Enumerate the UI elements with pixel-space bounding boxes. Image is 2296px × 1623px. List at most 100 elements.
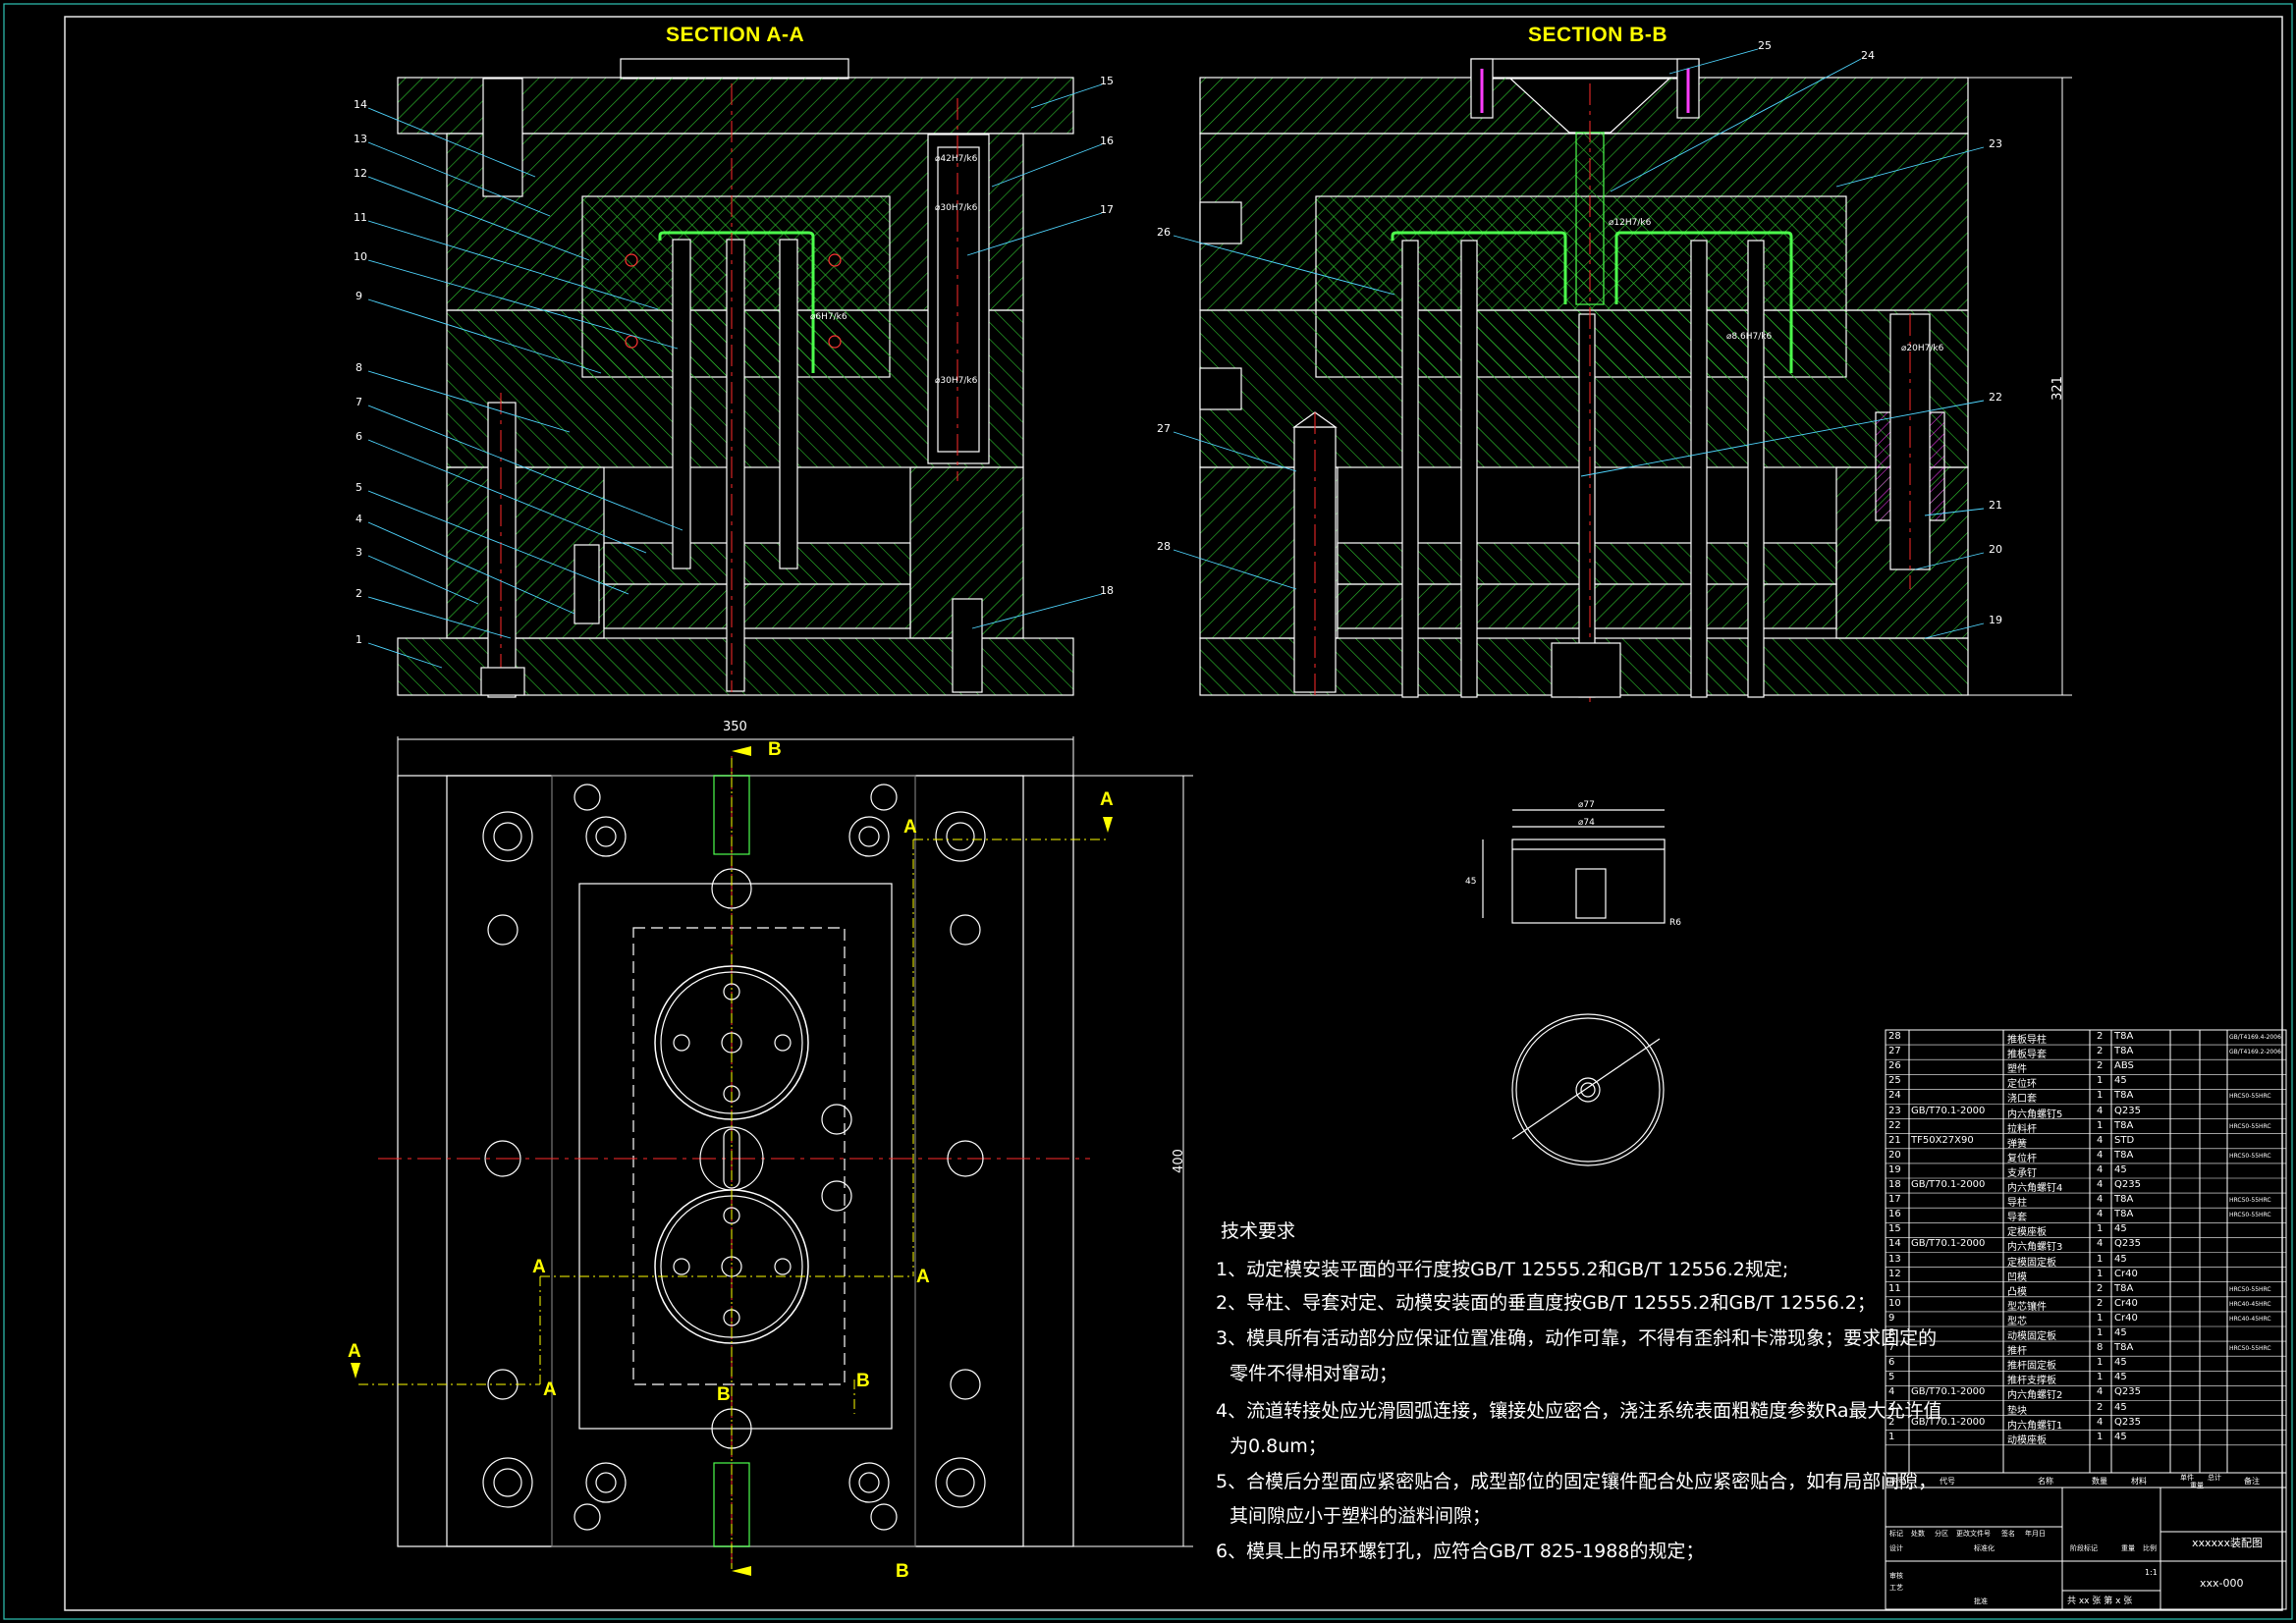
fit-label: ⌀30H7/k6: [935, 203, 978, 213]
bom-cell-qty: 1: [2097, 1357, 2104, 1369]
bom-cell-qty: 4: [2097, 1386, 2104, 1398]
leader-number: 21: [1989, 499, 2002, 512]
bom-cell-name: 推杆支撑板: [2007, 1376, 2056, 1387]
bom-cell-qty: 4: [2097, 1179, 2104, 1190]
tech-req-line: 5、合模后分型面应紧密贴合，成型部位的固定镶件配合处应紧密贴合，如有局部间隙，: [1216, 1471, 1938, 1492]
bom-cell-code: GB/T70.1-2000: [1911, 1416, 1986, 1428]
tb-label: 分区: [1935, 1530, 1948, 1538]
tb-label: 设计: [1889, 1544, 1903, 1552]
bom-cell-no: 8: [1888, 1327, 1895, 1338]
bom-cell-no: 3: [1888, 1401, 1895, 1413]
bom-cell-qty: 4: [2097, 1209, 2104, 1220]
bom-cell-no: 17: [1888, 1194, 1901, 1206]
plan-view: [378, 756, 1090, 1571]
tech-req-line: 2、导柱、导套对定、动模安装面的垂直度按GB/T 12555.2和GB/T 12…: [1216, 1292, 1876, 1314]
cut-letter-b: B: [717, 1384, 731, 1405]
bom-cell-name: 导套: [2007, 1213, 2027, 1224]
bom-cell-qty: 2: [2097, 1297, 2104, 1309]
bom-cell-name: 垫块: [2007, 1405, 2027, 1417]
bom-cell-qty: 1: [2097, 1090, 2104, 1102]
bom-cell-no: 2: [1888, 1416, 1895, 1428]
bom-cell-no: 14: [1888, 1238, 1901, 1250]
bom-cell-note: HRC50-55HRC: [2229, 1152, 2271, 1160]
leader-number: 20: [1989, 543, 2002, 556]
bom-cell-qty: 4: [2097, 1163, 2104, 1175]
bom-cell-mat: Q235: [2114, 1416, 2141, 1428]
tech-req-line: 零件不得相对窜动；: [1230, 1363, 1398, 1384]
bom-cell-mat: 45: [2114, 1431, 2127, 1442]
leader-number: 15: [1100, 75, 1114, 87]
tech-req-line: 1、动定模安装平面的平行度按GB/T 12555.2和GB/T 12556.2规…: [1216, 1259, 1789, 1280]
bom-cell-note: HRC40-45HRC: [2229, 1315, 2271, 1323]
bom-cell-name: 定模固定板: [2007, 1257, 2056, 1269]
bom-cell-no: 15: [1888, 1223, 1901, 1235]
leader-number: 1: [355, 633, 362, 646]
bom-cell-code: TF50X27X90: [1911, 1134, 1974, 1146]
tb-label: 批准: [1974, 1597, 1988, 1605]
inner-frame: [64, 16, 2283, 1611]
bom-cell-mat: 45: [2114, 1075, 2127, 1087]
bom-cell-name: 推杆: [2007, 1346, 2027, 1358]
bom-cell-name: 凹模: [2007, 1271, 2027, 1283]
bom-cell-no: 25: [1888, 1075, 1901, 1087]
tb-label: 处数: [1911, 1530, 1925, 1538]
leader-number: 19: [1989, 614, 2002, 626]
leader-number: 12: [354, 167, 367, 180]
bom-cell-qty: 4: [2097, 1105, 2104, 1116]
bom-cell-name: 拉料杆: [2007, 1123, 2037, 1135]
cut-letter-a: A: [916, 1267, 930, 1287]
section-arrows: [351, 746, 1113, 1576]
bom-cell-mat: Q235: [2114, 1386, 2141, 1398]
bom-cell-note: HRC40-45HRC: [2229, 1300, 2271, 1308]
bom-cell-mat: T8A: [2114, 1149, 2134, 1161]
part-dim: ⌀77: [1578, 800, 1595, 810]
leader-number: 7: [355, 396, 362, 408]
bom-header-total: 总计: [2208, 1474, 2221, 1482]
bom-cell-mat: STD: [2114, 1134, 2135, 1146]
bom-cell-qty: 2: [2097, 1401, 2104, 1413]
bom-cell-mat: Cr40: [2114, 1312, 2138, 1324]
bom-cell-no: 23: [1888, 1105, 1901, 1116]
bom-cell-name: 推板导套: [2007, 1050, 2047, 1061]
bom-cell-mat: Cr40: [2114, 1268, 2138, 1279]
bom-cell-no: 16: [1888, 1209, 1901, 1220]
bom-cell-mat: T8A: [2114, 1342, 2134, 1354]
bom-cell-name: 定位环: [2007, 1079, 2037, 1091]
bom-cell-qty: 1: [2097, 1119, 2104, 1131]
bom-cell-qty: 4: [2097, 1149, 2104, 1161]
bom-cell-code: GB/T70.1-2000: [1911, 1238, 1986, 1250]
bom-cell-mat: 45: [2114, 1372, 2127, 1383]
leader-number: 18: [1100, 584, 1114, 597]
section-a-title: SECTION A-A: [666, 24, 805, 46]
tb-label: 比例: [2143, 1544, 2157, 1552]
bom-cell-no: 22: [1888, 1119, 1901, 1131]
leader-number: 23: [1989, 137, 2002, 150]
bom-cell-code: GB/T70.1-2000: [1911, 1179, 1986, 1190]
part-detail: [1482, 809, 1666, 1166]
outer-frame: [3, 3, 2293, 1620]
tech-req-line: 为0.8um；: [1230, 1435, 1327, 1457]
bom-cell-qty: 1: [2097, 1372, 2104, 1383]
leader-number: 27: [1157, 422, 1171, 435]
bom-cell-name: 导柱: [2007, 1198, 2027, 1210]
bom-header-name: 名称: [2038, 1477, 2053, 1486]
bom-cell-no: 27: [1888, 1046, 1901, 1057]
fit-label: ⌀8.6H7/k6: [1726, 332, 1773, 342]
bom-cell-mat: Q235: [2114, 1105, 2141, 1116]
bom-cell-mat: 45: [2114, 1223, 2127, 1235]
cut-letter-a-top: A: [1100, 789, 1114, 810]
bom-cell-qty: 1: [2097, 1431, 2104, 1442]
bom-cell-qty: 2: [2097, 1031, 2104, 1042]
bom-cell-mat: 45: [2114, 1253, 2127, 1265]
bom-cell-qty: 8: [2097, 1342, 2104, 1354]
